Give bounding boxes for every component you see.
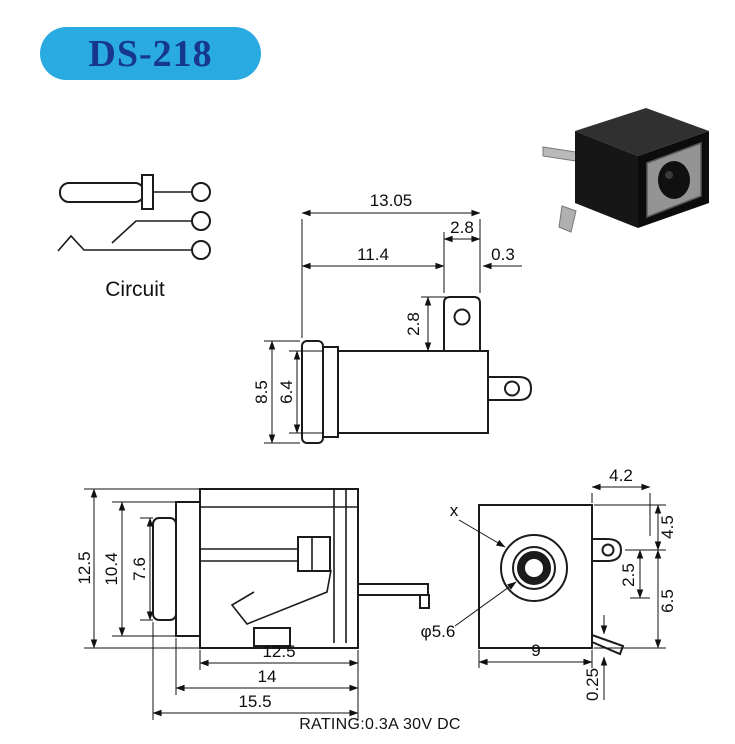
side-terminal — [357, 583, 429, 596]
photo-pin-upper — [542, 146, 577, 162]
dim-flange-height: 10.4 — [102, 501, 176, 637]
switch-lead — [111, 220, 192, 244]
bent-pin — [591, 633, 625, 656]
dim-body-width: 9 — [478, 641, 593, 668]
circuit-symbol: Circuit — [57, 174, 211, 301]
dim-tab-to-bottom: 6.5 — [654, 549, 677, 649]
terminal-tip — [191, 182, 211, 202]
dim-tab-to-pin: 2.5 — [619, 549, 644, 599]
photo-top-face — [575, 108, 709, 156]
tab-hole — [601, 543, 615, 557]
terminal-hook — [419, 594, 430, 609]
body-outline — [337, 350, 489, 434]
photo-pin-lower — [558, 205, 577, 233]
dim-label: 2.8 — [404, 312, 423, 336]
dim-label: 10.4 — [102, 552, 121, 585]
dim-label: 14 — [258, 667, 277, 686]
dim-body-width: 12.5 — [199, 642, 359, 670]
dim-label: 4.5 — [658, 515, 677, 539]
dim-total-width: 13.05 — [301, 191, 481, 338]
side-view: 13.05 2.8 11.4 0.3 2.8 — [252, 191, 533, 444]
dim-top-to-tab: 4.5 — [654, 504, 677, 551]
dim-body-height: 6.4 — [277, 350, 323, 434]
flange-outer — [301, 340, 324, 444]
base-block — [253, 627, 291, 647]
sleeve-lead — [57, 234, 192, 252]
plug-body — [59, 182, 145, 203]
dim-label: 2.5 — [619, 563, 638, 587]
terminal-sleeve — [191, 240, 211, 260]
dim-total-width: 15.5 — [152, 622, 359, 720]
front-view: 12.5 10.4 7.6 12.5 — [75, 488, 430, 720]
circuit-label: Circuit — [105, 278, 165, 301]
tab-hole — [504, 380, 520, 397]
dim-label: 2.8 — [450, 218, 474, 237]
dim-label: 13.05 — [370, 191, 413, 210]
dim-pin-thickness: 0.3 — [482, 245, 522, 270]
pin-mark-callout: x — [450, 501, 506, 548]
model-badge: DS-218 — [40, 27, 261, 80]
photo-left-face — [575, 131, 638, 228]
dim-label: 8.5 — [252, 380, 271, 404]
flange-inner — [322, 346, 339, 438]
body-outline — [199, 488, 359, 649]
dim-label: 0.3 — [491, 245, 515, 264]
hole-diameter-callout: φ5.6 — [421, 581, 517, 641]
dim-pin-height: 2.8 — [404, 296, 446, 352]
dim-label: φ5.6 — [421, 622, 456, 641]
model-number: DS-218 — [88, 32, 213, 75]
dim-total-height: 12.5 — [75, 488, 199, 649]
dim-label: 7.6 — [130, 557, 149, 581]
leader-line — [454, 581, 517, 627]
dim-label: 9 — [531, 641, 540, 660]
rating-text: RATING:0.3A 30V DC — [299, 716, 461, 733]
dim-label: 4.2 — [609, 466, 633, 485]
plug-collar — [141, 174, 154, 210]
leader-line — [458, 519, 506, 548]
spring-contact — [230, 569, 332, 625]
dim-barrel-height: 7.6 — [130, 517, 154, 621]
rear-view: x φ5.6 4.2 4.5 — [421, 466, 677, 701]
dim-label: 6.4 — [277, 380, 296, 404]
dim-label: 12.5 — [75, 551, 94, 584]
dim-body-width: 11.4 — [301, 245, 445, 270]
terminal-switch — [191, 211, 211, 231]
dim-label: 11.4 — [357, 245, 389, 264]
dim-total-height: 8.5 — [252, 340, 300, 444]
flange-outline — [175, 501, 201, 637]
dim-label: 6.5 — [658, 589, 677, 613]
dim-label: 0.25 — [583, 668, 602, 701]
dim-pin-offset: 2.8 — [443, 218, 481, 293]
pin-mark-label: x — [450, 501, 459, 520]
dim-label: 12.5 — [262, 642, 295, 661]
product-photo — [542, 108, 709, 233]
barrel-outline — [152, 517, 177, 621]
pin-holder — [297, 536, 331, 572]
dim-label: 15.5 — [238, 692, 271, 711]
photo-barrel-hole — [658, 161, 690, 199]
photo-hole-highlight — [665, 171, 673, 179]
dim-pin-thickness: 0.25 — [583, 615, 608, 701]
dim-tab-length: 4.2 — [591, 466, 651, 536]
pin-hole — [453, 308, 471, 326]
center-pin-ring — [517, 551, 551, 585]
dim-mid-width: 14 — [175, 638, 359, 695]
